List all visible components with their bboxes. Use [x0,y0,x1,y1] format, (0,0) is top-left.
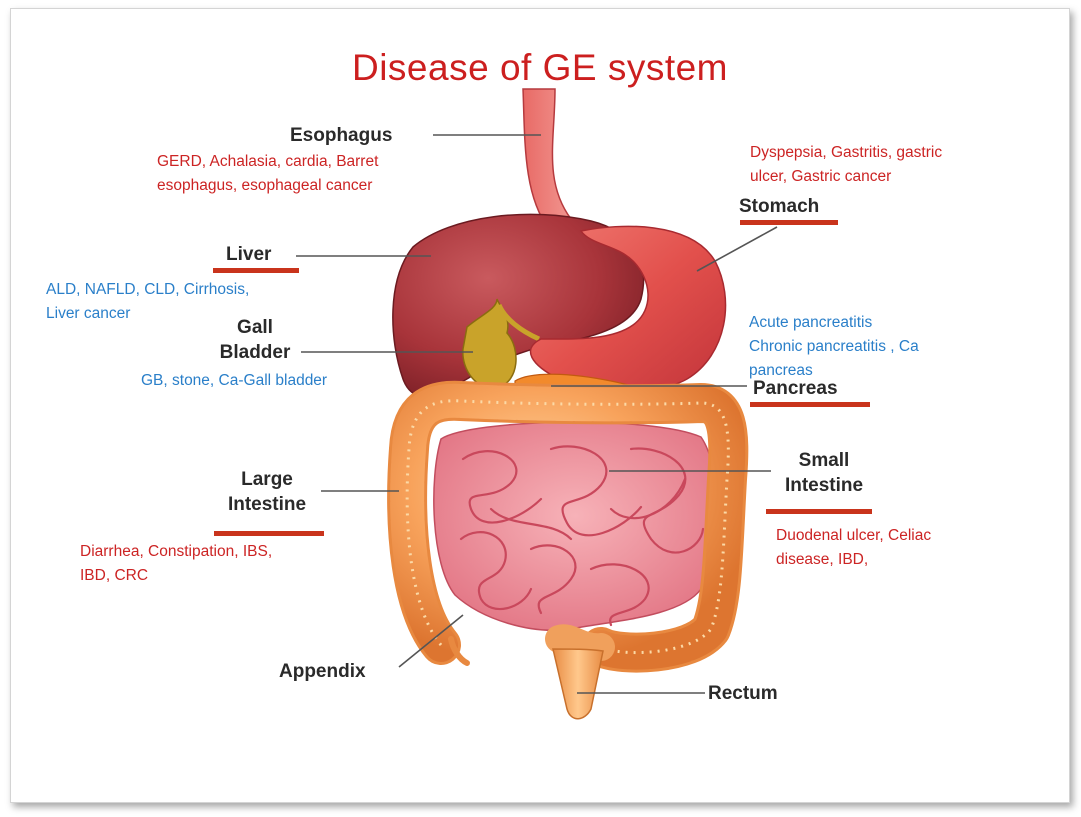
disease-text-line: Acute pancreatitis [749,314,873,331]
liver-underline [213,268,299,273]
appendix-label: Appendix [279,661,366,682]
disease-text-line: esophagus, esophageal cancer [157,177,373,194]
large-intestine-underline [214,531,324,536]
page-title: Disease of GE system [351,47,728,88]
label-line: Large [241,469,293,490]
label-line: Bladder [219,342,291,363]
rectum-label: Rectum [708,683,778,704]
rectum-shape [552,648,604,720]
small-intestine-coils [459,445,705,627]
gall-bladder-shape [462,298,517,389]
stomach-diseases: Dyspepsia, Gastritis, gastric ulcer, Gas… [750,141,942,189]
leader-lines [296,134,778,694]
esophagus-diseases: GERD, Achalasia, cardia, Barret esophagu… [157,150,378,198]
disease-text-line: Liver cancer [46,305,131,322]
label-line: Intestine [784,475,864,496]
slide: Disease of GE system [10,8,1070,803]
stomach-leader [696,226,778,272]
large-intestine-diseases: Diarrhea, Constipation, IBS, IBD, CRC [80,540,272,588]
disease-text-line: ALD, NAFLD, CLD, Cirrhosis, [46,281,250,298]
disease-text-line: ulcer, Gastric cancer [750,168,892,185]
label-line: Gall [237,317,273,338]
label-line: Small [798,450,850,471]
disease-text-line: GERD, Achalasia, cardia, Barret [157,153,379,170]
pancreas-diseases: Acute pancreatitis Chronic pancreatitis … [749,311,919,383]
disease-text-line: pancreas [749,362,813,379]
liver-diseases: ALD, NAFLD, CLD, Cirrhosis, Liver cancer [46,278,249,326]
gall-bladder-label: Gall Bladder [205,315,305,365]
label-line: Intestine [227,494,307,515]
gall-bladder-diseases: GB, stone, Ca-Gall bladder [141,369,327,393]
disease-text-line: Chronic pancreatitis , Ca [749,338,919,355]
disease-text-line: GB, stone, Ca-Gall bladder [141,372,328,389]
small-intestine-underline [766,509,872,514]
small-intestine-diseases: Duodenal ulcer, Celiac disease, IBD, [776,524,931,572]
stomach-label: Stomach [739,196,820,217]
small-intestine-label: Small Intestine [769,448,879,498]
disease-text-line: IBD, CRC [80,567,149,584]
large-intestine-shape [387,380,749,673]
digestive-system-illustration [296,88,778,720]
pancreas-underline [750,402,870,407]
esophagus-label: Esophagus [290,125,393,146]
bile-duct-shape [496,303,541,342]
disease-text-line: Diarrhea, Constipation, IBS, [80,543,273,560]
appendix-shape [448,636,470,666]
pancreas-label: Pancreas [753,378,838,399]
stomach-underline [740,220,838,225]
liver-label: Liver [226,244,272,265]
appendix-leader [398,614,464,668]
disease-text-line: disease, IBD, [776,551,869,568]
disease-text-line: Dyspepsia, Gastritis, gastric [750,144,943,161]
large-intestine-label: Large Intestine [212,467,322,517]
disease-text-line: Duodenal ulcer, Celiac [776,527,932,544]
